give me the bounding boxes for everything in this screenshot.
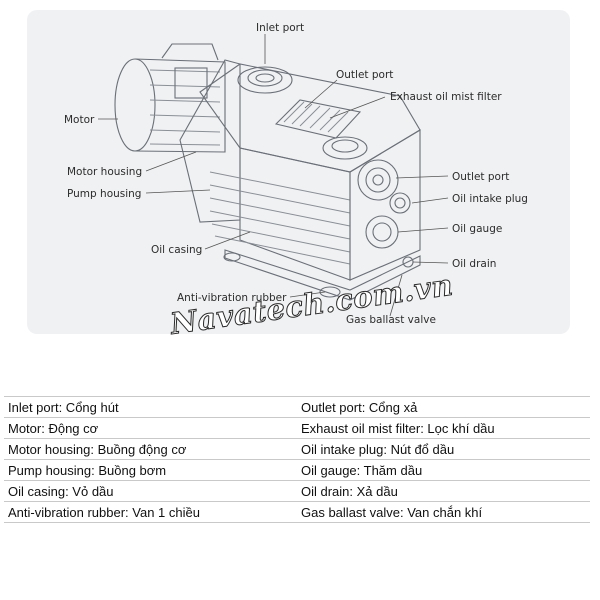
label-outlet-port-top: Outlet port	[336, 69, 393, 81]
side-plate-drawing	[349, 129, 421, 281]
label-exhaust-filter: Exhaust oil mist filter	[390, 91, 502, 103]
label-oil-gauge: Oil gauge	[452, 223, 502, 235]
exhaust-filter-drawing	[274, 99, 362, 139]
label-motor-housing: Motor housing	[67, 166, 142, 178]
legend-cell-right: Oil drain: Xả dầu	[297, 480, 590, 502]
legend-cell-right: Outlet port: Cổng xả	[297, 396, 590, 418]
oil-intake-plug-drawing	[389, 192, 411, 214]
label-pump-housing: Pump housing	[67, 188, 141, 200]
pump-illustration	[114, 43, 421, 301]
label-anti-vibration: Anti-vibration rubber	[177, 292, 287, 304]
leader-lines	[98, 34, 449, 317]
diagram-panel	[27, 10, 570, 334]
legend-cell-left: Motor housing: Buồng động cơ	[4, 438, 297, 460]
label-outlet-port-right: Outlet port	[452, 171, 509, 183]
legend-cell-left: Motor: Động cơ	[4, 417, 297, 439]
label-oil-drain: Oil drain	[452, 258, 496, 270]
label-inlet-port: Inlet port	[256, 22, 304, 34]
cooling-fins	[209, 171, 351, 265]
pump-diagram: Inlet port Outlet port Exhaust oil mist …	[27, 10, 570, 342]
legend-cell-right: Exhaust oil mist filter: Lọc khí dầu	[297, 417, 590, 439]
inlet-port-drawing	[237, 66, 293, 94]
legend-cell-right: Oil intake plug: Nút đổ dầu	[297, 438, 590, 460]
motor-housing-drawing	[179, 59, 241, 223]
legend-cell-left: Inlet port: Cổng hút	[4, 396, 297, 418]
legend-cell-left: Anti-vibration rubber: Van 1 chiều	[4, 501, 297, 523]
legend-cell-right: Gas ballast valve: Van chắn khí	[297, 501, 590, 523]
legend-cell-left: Oil casing: Vỏ dầu	[4, 480, 297, 502]
label-oil-casing: Oil casing	[151, 244, 202, 256]
label-gas-ballast: Gas ballast valve	[346, 314, 436, 326]
outlet-port-side-drawing	[357, 159, 399, 201]
legend-cell-right: Oil gauge: Thăm dầu	[297, 459, 590, 481]
label-oil-intake-plug: Oil intake plug	[452, 193, 528, 205]
motor-drawing	[114, 43, 226, 153]
base-drawing	[223, 249, 421, 301]
label-motor: Motor	[64, 114, 95, 126]
legend-cell-left: Pump housing: Buồng bơm	[4, 459, 297, 481]
outlet-port-top-drawing	[322, 136, 368, 160]
